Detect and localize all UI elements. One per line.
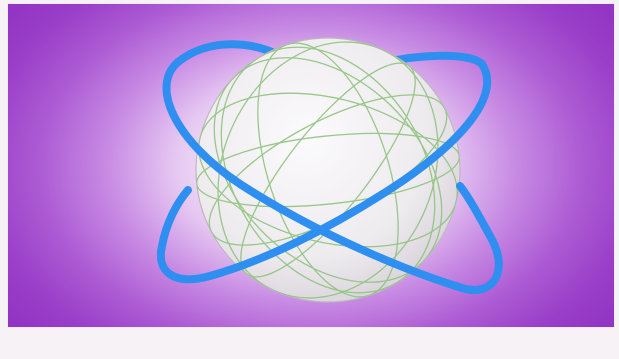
image-frame [0, 0, 619, 359]
sphere-illustration [0, 0, 619, 359]
